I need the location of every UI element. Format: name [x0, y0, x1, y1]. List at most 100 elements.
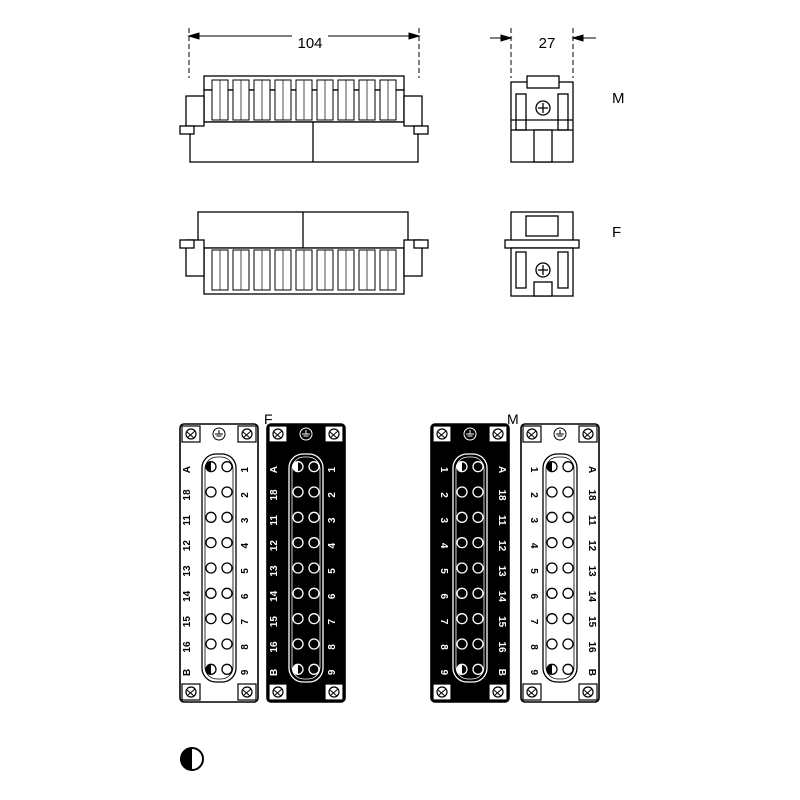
contact-pin: [472, 613, 484, 625]
contact-pin: [456, 587, 468, 599]
contact-pin: [292, 511, 304, 523]
contact-pin: [562, 537, 574, 549]
contact-number-label: 11: [182, 515, 193, 526]
dimension-27: [490, 28, 596, 78]
contact-number-label: 6: [528, 594, 539, 600]
contact-pin: [205, 486, 217, 498]
contact-pin: [308, 638, 320, 650]
contact-number-label: 4: [240, 542, 251, 548]
contact-number-label: 12: [496, 540, 507, 552]
contact-number-label: 14: [269, 590, 280, 602]
dimension-length-label: 104: [297, 35, 322, 52]
view-label-m: M: [612, 90, 625, 107]
male-insert-end-view: [510, 75, 574, 163]
panel-label-f: F: [264, 411, 273, 427]
contact-pin: [546, 511, 558, 523]
contact-number-label: 4: [327, 542, 338, 548]
contact-pin: [546, 562, 558, 574]
contact-pin: [562, 511, 574, 523]
contact-pin: [308, 486, 320, 498]
contact-number-label: 7: [438, 619, 449, 625]
contact-pin: [205, 562, 217, 574]
contact-pin: [472, 638, 484, 650]
contact-number-label: 18: [269, 489, 280, 501]
contact-pin: [562, 638, 574, 650]
male-insert-side-view: [179, 75, 429, 163]
contact-pin: [292, 638, 304, 650]
contact-number-label: 1: [240, 466, 251, 472]
contact-number-label: 5: [240, 568, 251, 574]
contact-pin: [292, 537, 304, 549]
contact-pin: [546, 486, 558, 498]
contact-number-label: 6: [438, 594, 449, 600]
ground-icon: [463, 427, 477, 441]
contact-number-label: 8: [240, 644, 251, 650]
contact-number-label: 14: [496, 591, 507, 603]
contact-number-label: 11: [269, 515, 280, 526]
contact-pin: [308, 562, 320, 574]
contact-number-label: 2: [528, 492, 539, 498]
contact-number-label: 4: [438, 543, 449, 549]
contact-pin: [562, 587, 574, 599]
contact-number-label: 7: [327, 618, 338, 624]
contact-number-label: A: [586, 466, 597, 473]
contact-pin: [205, 638, 217, 650]
contact-pin: [292, 587, 304, 599]
contact-number-label: 18: [586, 489, 597, 501]
contact-number-label: 3: [327, 517, 338, 523]
contact-number-label: B: [586, 669, 597, 676]
contact-number-label: 14: [182, 590, 193, 602]
contact-pin: [562, 562, 574, 574]
contact-pin: [472, 486, 484, 498]
contact-number-label: B: [496, 669, 507, 676]
contact-number-label: 15: [496, 616, 507, 628]
contact-pin: [308, 587, 320, 599]
contact-number-label: 13: [182, 565, 193, 577]
contact-number-label: 2: [438, 492, 449, 498]
panel-label-m: M: [507, 411, 519, 427]
contact-number-label: 11: [496, 515, 507, 526]
contact-number-label: 18: [182, 489, 193, 501]
contact-number-label: 5: [438, 568, 449, 574]
contact-number-label: B: [269, 669, 280, 676]
contact-pin: [308, 613, 320, 625]
contact-number-label: 1: [438, 467, 449, 473]
contact-number-label: 11: [586, 515, 597, 526]
contact-number-label: 9: [327, 669, 338, 675]
contact-number-label: 16: [496, 641, 507, 653]
contact-pin: [546, 613, 558, 625]
contact-pin: [456, 511, 468, 523]
contact-number-label: 12: [269, 540, 280, 552]
contact-number-label: 3: [528, 518, 539, 524]
contact-pin: [221, 537, 233, 549]
ground-icon: [553, 427, 567, 441]
contact-number-label: 15: [182, 616, 193, 628]
contact-number-label: 9: [240, 669, 251, 675]
contact-number-label: 13: [269, 565, 280, 577]
contact-number-label: 5: [528, 568, 539, 574]
contact-pin: [221, 562, 233, 574]
contact-pin: [205, 537, 217, 549]
contact-number-label: A: [269, 466, 280, 473]
contact-pin: [221, 486, 233, 498]
contact-pin: [308, 511, 320, 523]
contact-number-label: 8: [528, 644, 539, 650]
contact-pin: [472, 562, 484, 574]
contact-pin: [292, 613, 304, 625]
contact-pin: [546, 537, 558, 549]
female-insert-side-view: [179, 211, 429, 295]
contact-number-label: 9: [438, 670, 449, 676]
contact-number-label: 16: [182, 641, 193, 653]
contact-number-label: 9: [528, 670, 539, 676]
contact-pin: [472, 663, 484, 675]
view-label-f: F: [612, 224, 621, 241]
contact-number-label: 16: [586, 641, 597, 653]
contact-pin: [308, 663, 320, 675]
contact-number-label: 1: [528, 467, 539, 473]
contact-pin: [456, 613, 468, 625]
contact-number-label: 8: [438, 644, 449, 650]
contact-pin: [456, 562, 468, 574]
